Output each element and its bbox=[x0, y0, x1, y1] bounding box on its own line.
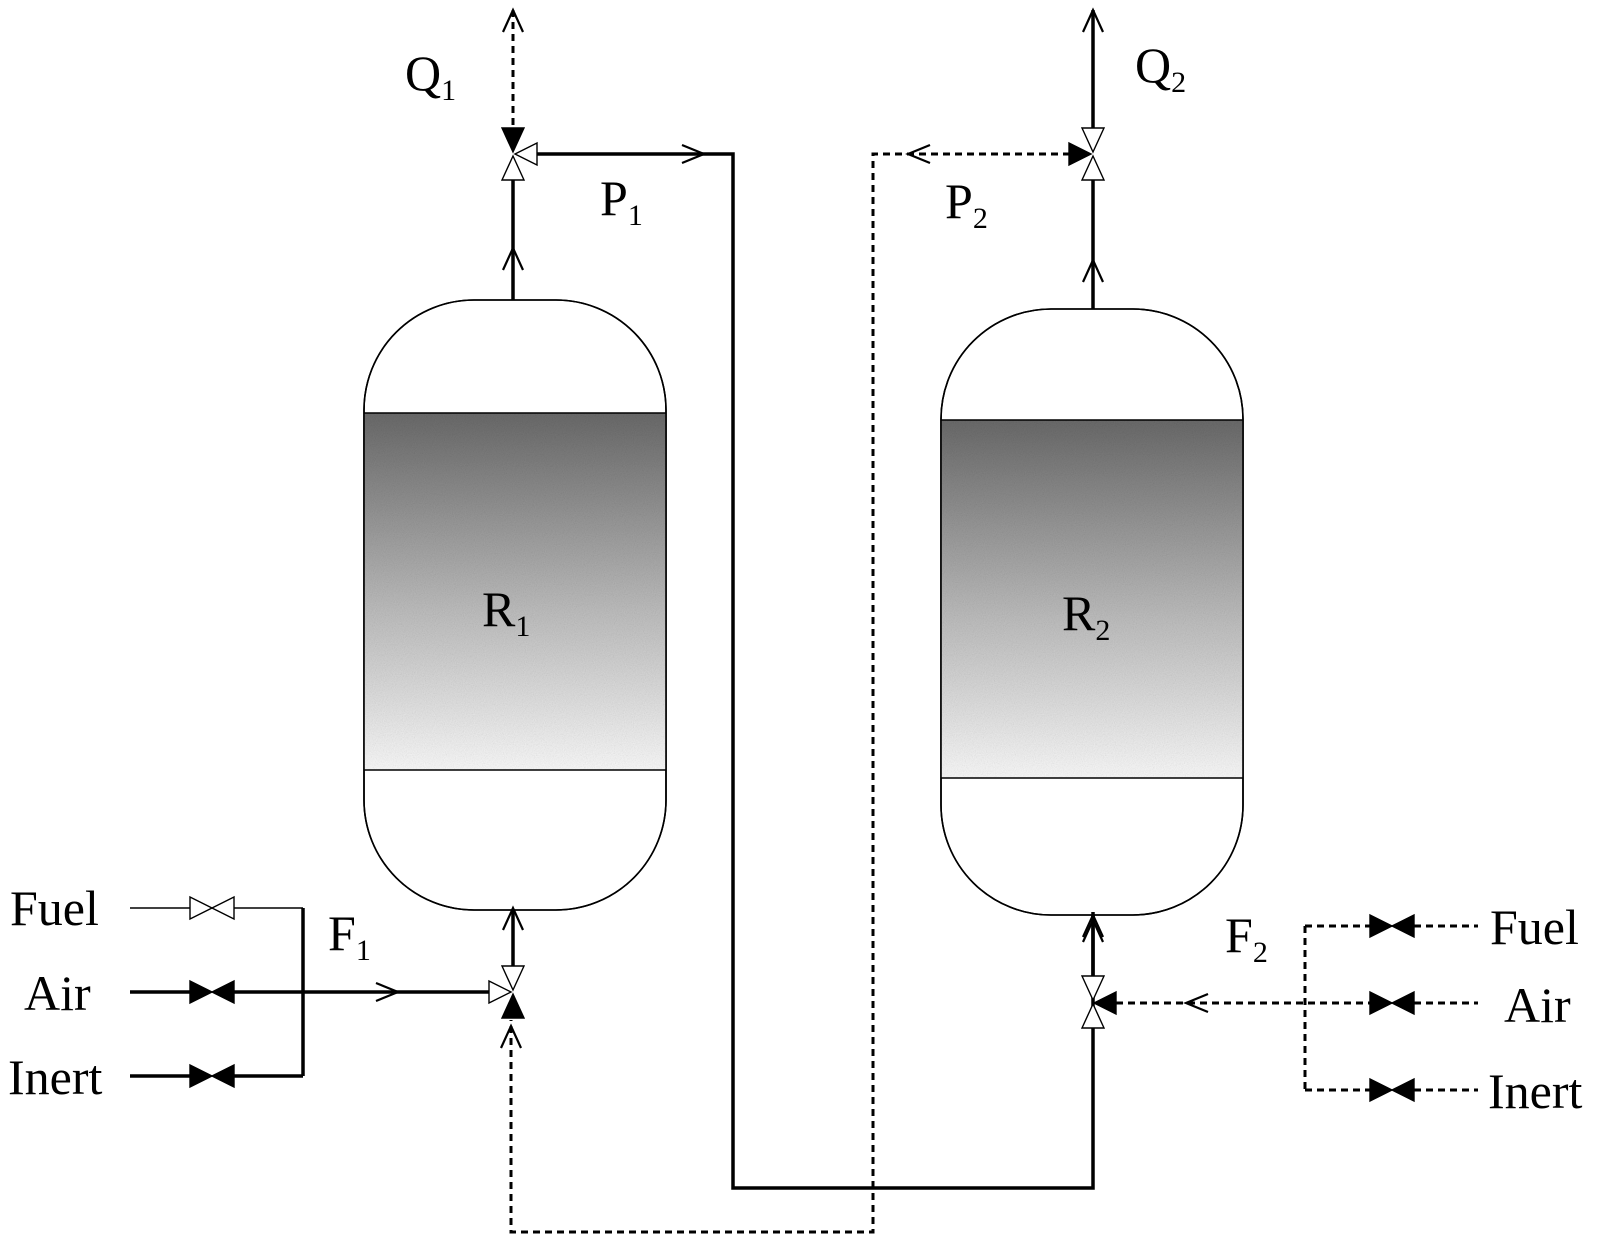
right-feed-fuel: Fuel bbox=[1370, 899, 1579, 955]
right-feed-inert-label: Inert bbox=[1488, 1063, 1582, 1119]
left-feed-fuel-label: Fuel bbox=[10, 880, 99, 936]
p1-label: P1 bbox=[600, 170, 643, 232]
f2-label: F2 bbox=[1225, 907, 1268, 969]
valve-v2-bottom bbox=[1082, 976, 1116, 1028]
left-feed-air-label: Air bbox=[24, 965, 91, 1021]
q1-label: Q1 bbox=[405, 45, 456, 107]
valve-v1-top bbox=[502, 128, 537, 180]
f1-label: F1 bbox=[328, 905, 371, 967]
valve-v1-bottom bbox=[489, 966, 524, 1018]
reactor-r2: R2 bbox=[941, 309, 1243, 915]
left-feed-fuel: Fuel bbox=[10, 880, 234, 936]
right-feed-fuel-label: Fuel bbox=[1490, 899, 1579, 955]
q2-label: Q2 bbox=[1135, 37, 1186, 99]
reactor-r1: R1 bbox=[364, 300, 666, 910]
left-feed-inert: Inert bbox=[8, 1049, 234, 1105]
r1-inlet-piping bbox=[233, 908, 523, 1076]
right-feed-inert: Inert bbox=[1370, 1063, 1582, 1119]
left-feed-air: Air bbox=[24, 965, 234, 1021]
p2-label: P2 bbox=[945, 173, 988, 235]
right-feed-air-label: Air bbox=[1504, 977, 1571, 1033]
left-feed-inert-label: Inert bbox=[8, 1049, 102, 1105]
right-feed-air: Air bbox=[1370, 977, 1571, 1033]
valve-v2-top bbox=[1069, 128, 1104, 180]
